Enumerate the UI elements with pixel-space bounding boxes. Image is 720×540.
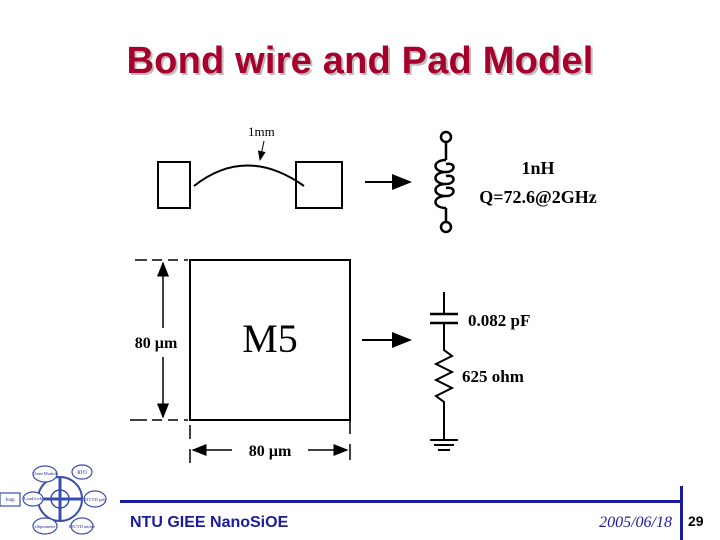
bond-wire-arc [193,164,305,187]
capacitance-label: 0.082 pF [468,311,530,330]
logo-label-rtcvd-nitride: RTCVD nitride [69,524,95,529]
footer-vertical-divider [680,486,683,540]
logo-label-rtcvd-poly: RTCVD poly [84,497,107,502]
logo-label-foup: foup [5,498,15,503]
logo-label-load-lock: Load lock [24,496,43,501]
nanosioe-logo: Clean Module RTO Load lock foup RTCVD po… [0,464,107,535]
pad-layer-label: M5 [242,316,298,361]
footer-org: NTU GIEE NanoSiOE [130,514,289,531]
slide-title: Bond wire and Pad Model [126,40,594,82]
footer-date: 2005/06/18 [599,514,672,531]
pad-width-label: 80 µm [249,443,292,460]
length-leader-line [257,140,266,161]
footer-divider [120,500,680,503]
resistor-symbol [433,344,455,440]
inductor-symbol [434,130,455,234]
bond-pad-right [295,161,343,209]
logo-label-clean-module: Clean Module [32,471,58,476]
q-factor-label: Q=72.6@2GHz [479,187,597,207]
page-number: 29 [688,513,704,529]
bond-pad-left [157,161,191,209]
logo-label-ellipsometer: ellipsometer [35,524,56,529]
inductance-label: 1nH [521,158,554,178]
capacitor-symbol [430,292,458,344]
bondwire-length-label: 1mm [248,124,275,139]
bondwire-pad-diagram: 1mm 1nH Q=72.6@2GHz M5 80 µm [130,124,597,470]
dimension-extension-lines [130,259,351,470]
ground-symbol [430,439,458,451]
pad-height-label: 80 µm [135,335,178,352]
resistance-label: 625 ohm [462,367,524,386]
logo-label-rto: RTO [77,471,87,476]
